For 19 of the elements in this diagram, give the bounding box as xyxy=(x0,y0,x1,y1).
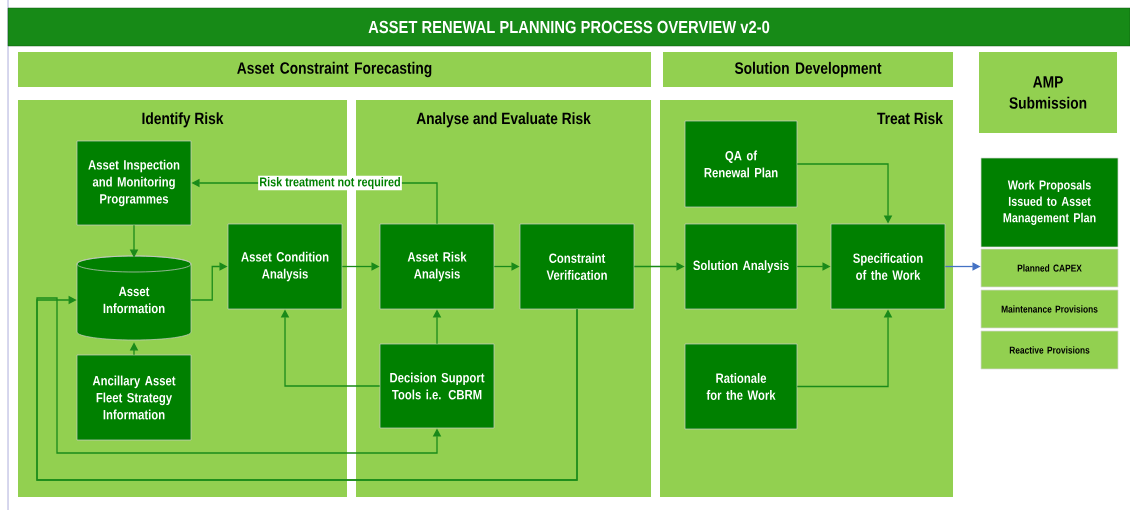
process-box: QA of Renewal Plan xyxy=(684,120,798,208)
title-bar: ASSET RENEWAL PLANNING PROCESS OVERVIEW v2-0 xyxy=(7,7,1130,47)
list-item-box: Reactive Provisions xyxy=(980,330,1119,370)
process-box: Constraint Verification xyxy=(519,223,635,310)
phase-band: Solution Development xyxy=(663,52,953,87)
phase-band: Asset Constraint Forecasting xyxy=(18,52,651,87)
process-box: Asset Risk Analysis xyxy=(379,223,495,310)
list-item-box: Planned CAPEX xyxy=(980,248,1119,288)
process-box: Decision Support Tools i.e. CBRM xyxy=(379,343,495,429)
process-box: Specification of the Work xyxy=(830,223,946,310)
process-box: Asset Inspection and Monitoring Programmes xyxy=(76,140,192,226)
process-box: Rationale for the Work xyxy=(684,343,798,430)
list-item-box: Maintenance Provisions xyxy=(980,289,1119,329)
output-box: Work Proposals Issued to Asset Management Plan xyxy=(980,157,1119,248)
submission-box: AMP Submission xyxy=(979,52,1117,133)
database-cylinder: Asset Information xyxy=(76,255,192,341)
process-box: Asset Condition Analysis xyxy=(227,223,343,310)
process-box: Solution Analysis xyxy=(684,223,798,310)
process-box: Ancillary Asset Fleet Strategy Information xyxy=(76,354,192,441)
